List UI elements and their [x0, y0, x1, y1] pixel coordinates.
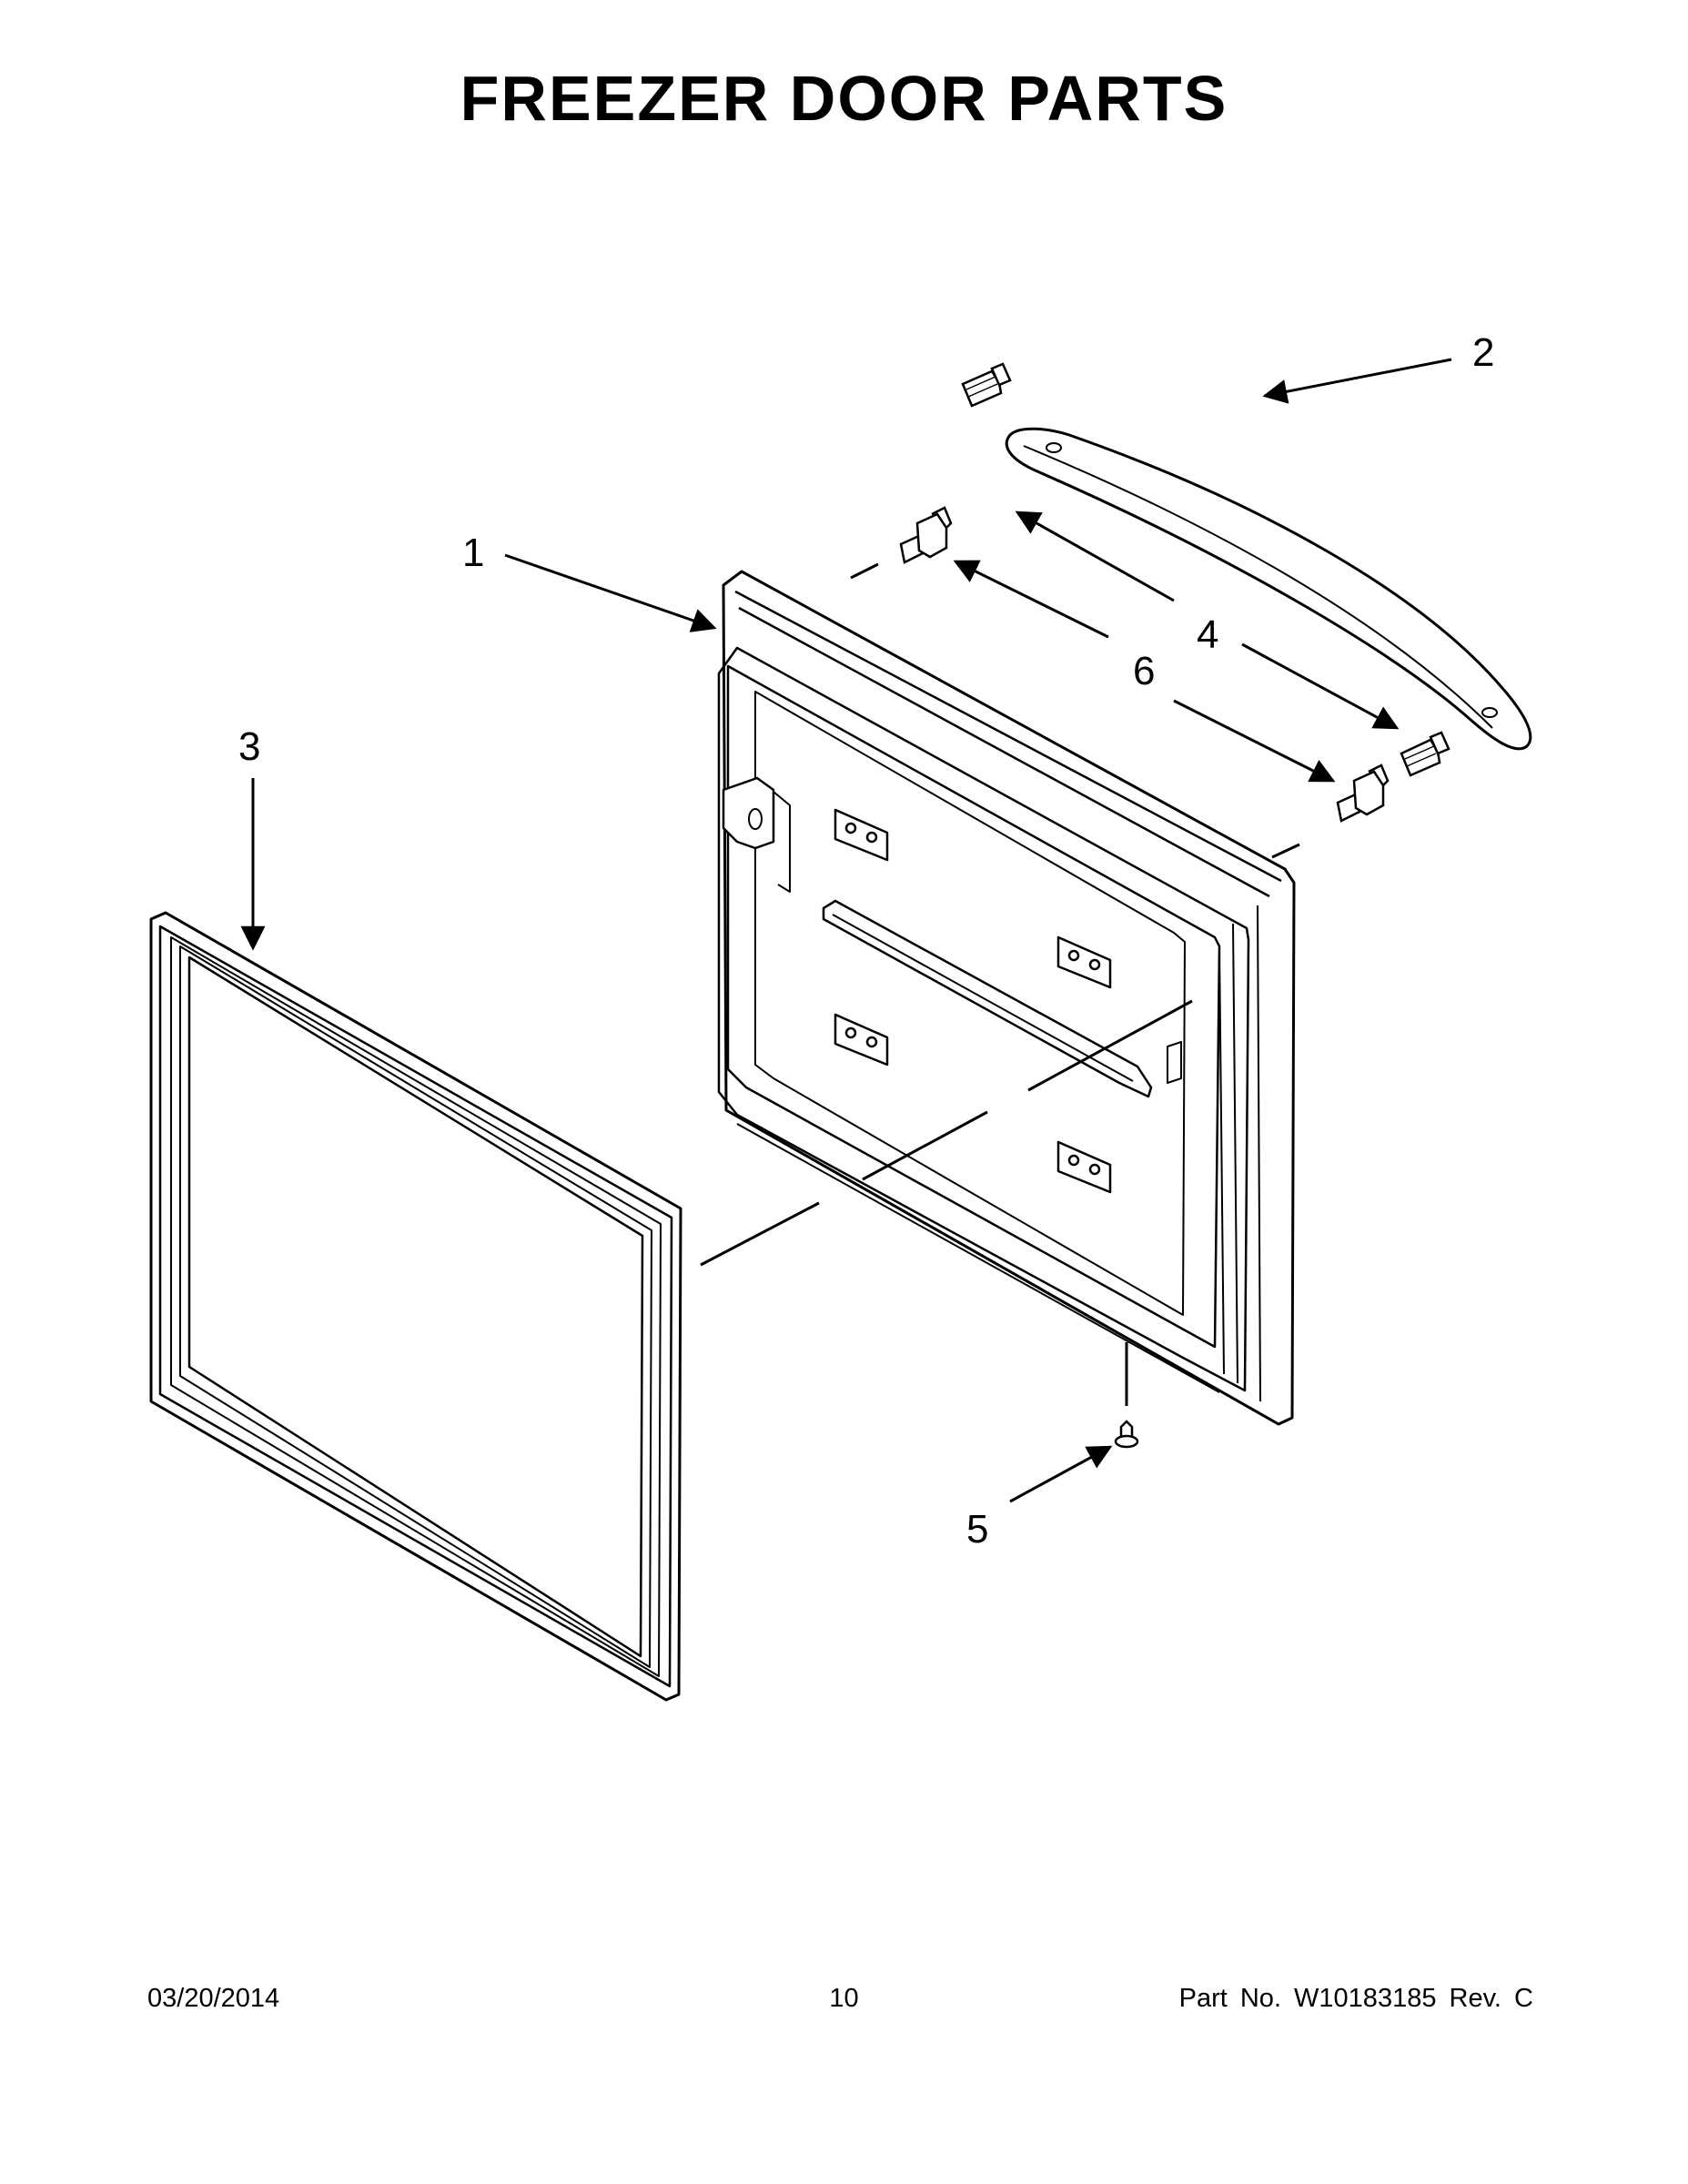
callout-6: 6: [1133, 649, 1155, 693]
callout-4: 4: [1197, 612, 1218, 657]
arrow-2: [1262, 358, 1452, 404]
page-title: FREEZER DOOR PARTS: [460, 63, 1228, 134]
handle-screw-upper: [961, 362, 1012, 408]
arrow-4-upper: [1015, 511, 1175, 602]
arrow-6-lower: [1173, 699, 1336, 783]
alignment-lines: [700, 562, 1300, 1406]
door-screw-part: [1114, 1420, 1139, 1449]
arrow-5: [1009, 1445, 1113, 1503]
leader-arrows: [240, 358, 1452, 1503]
handle-screw-lower: [1400, 731, 1450, 777]
footer-date: 03/20/2014: [147, 1984, 280, 2013]
handle-stud-upper: [899, 506, 953, 564]
callout-5: 5: [966, 1507, 988, 1552]
arrow-1: [504, 553, 717, 632]
gasket-part: [149, 911, 682, 1702]
footer-page-number: 10: [829, 1984, 859, 2013]
callout-3: 3: [238, 724, 260, 769]
arrow-4-lower: [1241, 642, 1400, 730]
footer-part-number: Part No. W10183185 Rev. C: [1178, 1984, 1533, 2013]
freezer-door-part: [717, 570, 1296, 1426]
callout-2: 2: [1472, 330, 1494, 375]
handle-stud-lower: [1336, 763, 1390, 823]
callout-1: 1: [462, 531, 484, 575]
arrow-6-upper: [953, 560, 1109, 639]
door-handle-part: [1005, 427, 1532, 751]
